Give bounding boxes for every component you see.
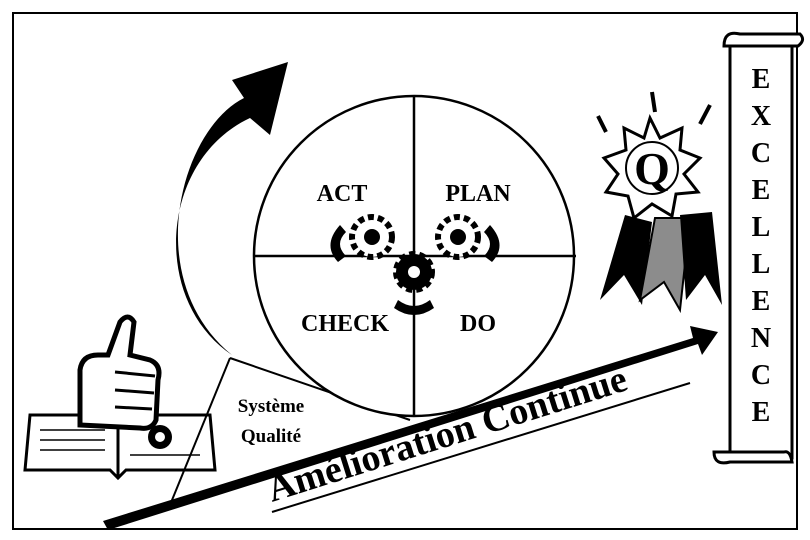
systeme-label: Système (238, 396, 304, 417)
excellence-letter: L (752, 249, 771, 280)
excellence-letter: E (752, 175, 771, 206)
do-label: DO (460, 311, 496, 337)
excellence-letter: E (752, 64, 771, 95)
excellence-letter: X (751, 101, 771, 132)
scroll-icon (712, 31, 805, 465)
excellence-letter: C (751, 360, 771, 391)
excellence-letter: E (752, 397, 771, 428)
check-label: CHECK (301, 311, 389, 337)
act-label: ACT (317, 181, 368, 207)
qualite-label: Qualité (241, 426, 301, 447)
excellence-letter: E (752, 286, 771, 317)
rotation-arrow-icon (330, 225, 500, 315)
cycle-arrow-icon (176, 62, 288, 355)
badge-q-label: Q (634, 143, 670, 194)
gear-icon (393, 251, 435, 293)
plan-label: PLAN (445, 181, 511, 207)
improvement-underline (271, 382, 691, 513)
gear-icon (349, 214, 395, 260)
excellence-letter: C (751, 138, 771, 169)
improvement-arrow (103, 326, 718, 530)
award-rosette-icon (596, 91, 722, 314)
excellence-letter: L (752, 212, 771, 243)
gear-icon (435, 214, 481, 260)
thumbs-up-hand-icon (77, 314, 162, 431)
excellence-letter: N (751, 323, 771, 354)
diagram-frame (12, 12, 798, 530)
